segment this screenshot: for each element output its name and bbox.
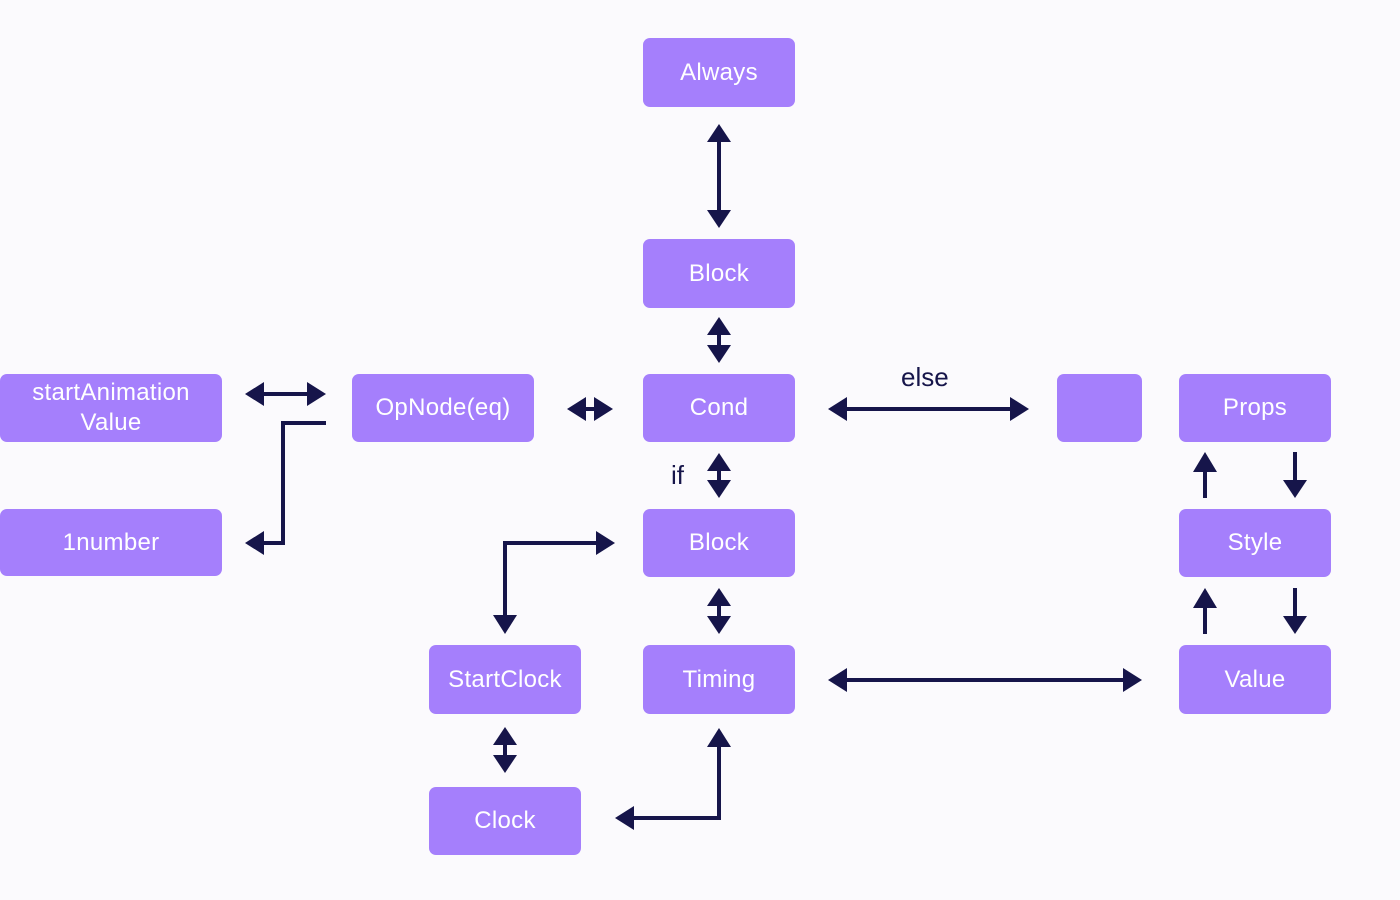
arrowhead <box>307 382 326 406</box>
arrowhead <box>1123 668 1142 692</box>
arrowhead <box>707 616 731 634</box>
arrowhead <box>1193 588 1217 608</box>
arrowhead <box>828 668 847 692</box>
node-empty[interactable] <box>1057 374 1142 442</box>
node-block-top[interactable]: Block <box>643 239 795 308</box>
arrowhead <box>245 382 264 406</box>
arrowhead <box>707 345 731 363</box>
arrowhead <box>1283 616 1307 634</box>
arrowhead <box>245 531 264 555</box>
arrowhead <box>828 397 847 421</box>
edge-blockif-startclock <box>503 541 598 616</box>
arrowhead <box>707 453 731 471</box>
arrowhead <box>594 397 613 421</box>
arrowhead <box>493 615 517 634</box>
node-block-if[interactable]: Block <box>643 509 795 577</box>
node-timing[interactable]: Timing <box>643 645 795 714</box>
arrowhead <box>1010 397 1029 421</box>
edge-opnode-1number <box>262 421 326 545</box>
node-cond[interactable]: Cond <box>643 374 795 442</box>
arrowhead <box>707 317 731 335</box>
arrowhead <box>707 588 731 606</box>
node-always[interactable]: Always <box>643 38 795 107</box>
node-start-animation-value[interactable]: startAnimation Value <box>0 374 222 442</box>
node-clock[interactable]: Clock <box>429 787 581 855</box>
arrowhead <box>615 806 634 830</box>
arrowhead <box>596 531 615 555</box>
arrowhead <box>567 397 586 421</box>
arrowhead <box>493 755 517 773</box>
arrowhead <box>1193 452 1217 472</box>
edge-label-else: else <box>901 362 949 392</box>
arrowhead <box>1283 480 1307 498</box>
arrowhead <box>707 480 731 498</box>
node-style[interactable]: Style <box>1179 509 1331 577</box>
arrowhead <box>707 210 731 228</box>
edge-timing-clock <box>632 745 721 820</box>
node-start-clock[interactable]: StartClock <box>429 645 581 714</box>
node-1number[interactable]: 1number <box>0 509 222 576</box>
arrowhead <box>707 124 731 142</box>
node-props[interactable]: Props <box>1179 374 1331 442</box>
node-opnode-eq[interactable]: OpNode(eq) <box>352 374 534 442</box>
node-value[interactable]: Value <box>1179 645 1331 714</box>
arrowhead <box>707 728 731 747</box>
edge-label-if: if <box>671 460 684 490</box>
arrowhead <box>493 727 517 745</box>
